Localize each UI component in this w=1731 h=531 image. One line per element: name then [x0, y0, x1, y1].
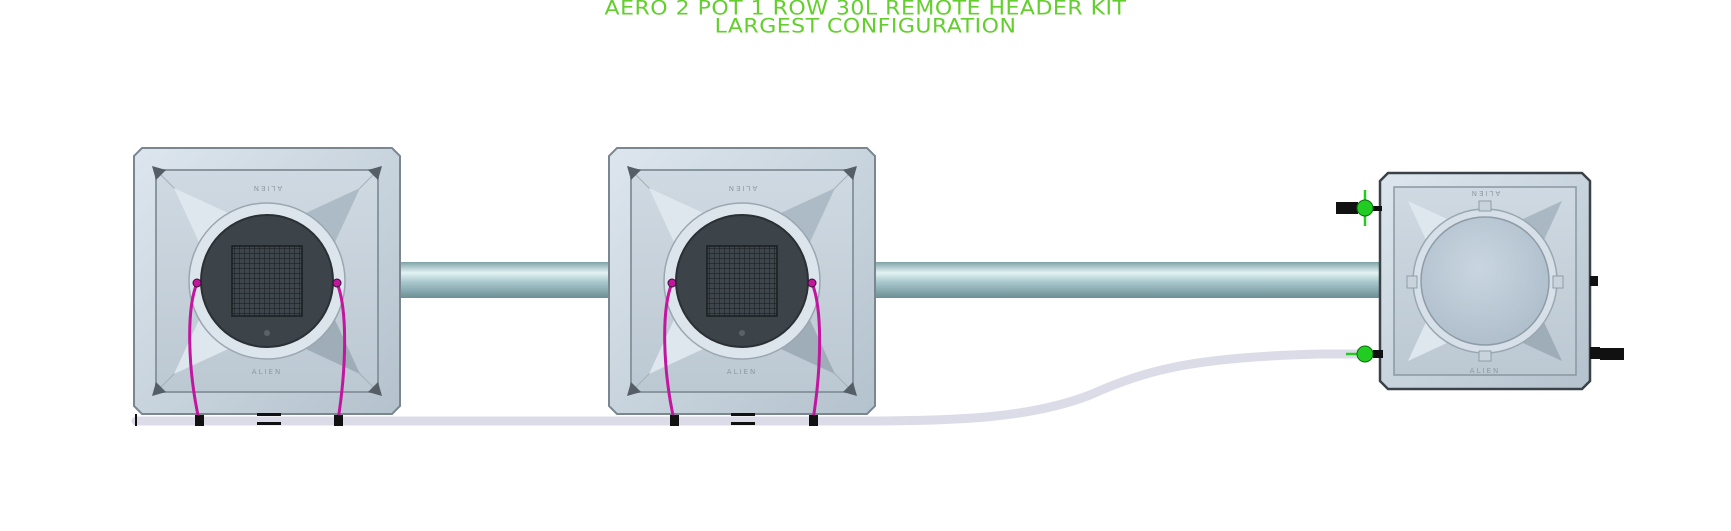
grow-pot-2: ALIEN ALIEN — [608, 147, 876, 415]
remote-header-tank: ALIEN ALIEN — [1378, 171, 1592, 391]
return-hose — [131, 349, 1371, 426]
pot-2-brand-top: ALIEN — [727, 184, 757, 192]
tank-brand-top: ALIEN — [1470, 189, 1500, 197]
fill-valve-top — [1356, 190, 1374, 226]
pot-2-brand-bottom: ALIEN — [727, 368, 757, 376]
pot-1-dripper-lines — [188, 278, 347, 426]
drain-valve-bottom — [1346, 345, 1383, 363]
diagram-title: AERO 2 POT 1 ROW 30L REMOTE HEADER KIT L… — [0, 0, 1731, 36]
pot-1-brand-bottom: ALIEN — [252, 368, 282, 376]
pot-1-brand-top: ALIEN — [252, 184, 282, 192]
pot-2-dripper-lines — [663, 278, 822, 426]
title-line-2: LARGEST CONFIGURATION — [714, 15, 1017, 38]
feed-pipe-1 — [395, 262, 613, 298]
grow-pot-1: ALIEN ALIEN — [133, 147, 401, 415]
feed-pipe-2 — [868, 262, 1388, 298]
tank-brand-bottom: ALIEN — [1470, 367, 1500, 375]
title-line-1: AERO 2 POT 1 ROW 30L REMOTE HEADER KIT — [604, 0, 1127, 20]
